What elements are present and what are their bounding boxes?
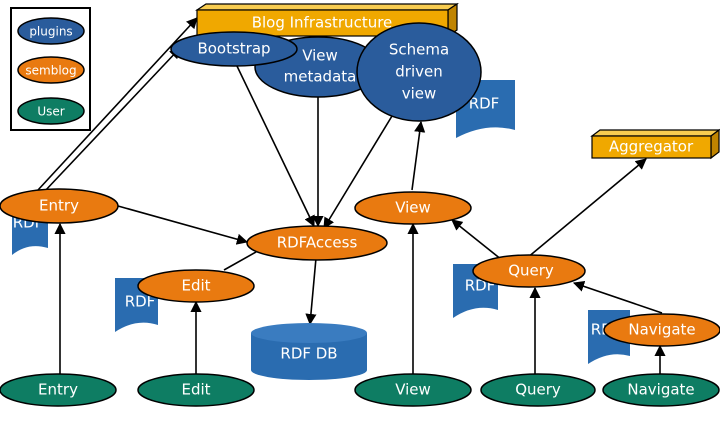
legend-semblog-label: semblog (25, 64, 76, 78)
arrow-navigate-to-query (572, 280, 663, 314)
arrow-view-to-schema (411, 120, 426, 191)
semblog-nodes: Entry Edit RDFAccess View Query Navigate (0, 188, 720, 347)
semblog-view-label: View (395, 199, 431, 217)
user-query-node[interactable] (480, 373, 596, 407)
schema-line3: view (402, 85, 437, 103)
legend-user-swatch (17, 97, 85, 125)
semblog-edit-label: Edit (181, 277, 210, 295)
view-metadata-line1: View (302, 47, 338, 65)
bootstrap-node[interactable] (170, 31, 298, 67)
legend-user-label: User (37, 105, 64, 119)
rdf-documents: RDF RDF RDF RDF RDF (12, 80, 630, 364)
arrow-schema-to-rdfaccess (323, 115, 393, 229)
legend-plugins-swatch (17, 17, 85, 45)
arrow-entry-to-blog (37, 17, 198, 191)
arrow-query-to-aggregator (526, 158, 647, 259)
user-navigate-node[interactable] (602, 373, 720, 407)
semblog-edit-node[interactable] (137, 269, 255, 303)
user-view-node[interactable] (354, 373, 472, 407)
semblog-rdfaccess-node[interactable] (246, 225, 388, 261)
rdf-database: RDF DB (251, 323, 367, 380)
arrow-query-to-view (451, 219, 503, 261)
rdf-doc-top-label: RDF (469, 95, 500, 113)
user-edit-node[interactable] (137, 373, 255, 407)
rdf-database-label: RDF DB (280, 345, 337, 363)
semblog-navigate-node[interactable] (603, 313, 720, 347)
user-entry-label: Entry (38, 381, 78, 399)
aggregator: Aggregator (590, 128, 720, 160)
user-nodes: Entry Edit View Query Navigate (0, 373, 720, 407)
connectors (37, 17, 666, 374)
semblog-navigate-label: Navigate (628, 321, 695, 339)
arrow-edit-to-rdfaccess (223, 251, 257, 271)
semblog-query-label: Query (508, 262, 554, 280)
aggregator-label: Aggregator (609, 138, 694, 156)
semblog-view-node[interactable] (354, 191, 472, 225)
bootstrap-label: Bootstrap (197, 40, 270, 58)
user-navigate-label: Navigate (627, 381, 694, 399)
arrow-bootstrap-to-rdfaccess (235, 63, 315, 228)
user-view-label: View (395, 381, 431, 399)
semblog-entry-label: Entry (39, 197, 79, 215)
user-edit-label: Edit (181, 381, 210, 399)
schema-line2: driven (395, 63, 442, 81)
view-metadata-line2: metadata (284, 68, 357, 86)
plugins: View metadata Bootstrap Schema driven vi… (170, 22, 482, 122)
legend-semblog-swatch (17, 56, 85, 84)
legend: plugins semblog User (10, 7, 91, 131)
arrow-rdfaccess-to-rdfdb (305, 257, 317, 326)
semblog-query-node[interactable] (472, 254, 586, 288)
rdf-doc-edit-label: RDF (125, 293, 156, 311)
user-query-label: Query (515, 381, 561, 399)
semblog-rdfaccess-label: RDFAccess (277, 234, 358, 252)
schema-driven-view-node[interactable] (356, 22, 482, 122)
schema-line1: Schema (389, 41, 449, 59)
user-entry-node[interactable] (0, 373, 117, 407)
arrow-entry-to-rdfaccess (117, 205, 249, 245)
semblog-entry-node[interactable] (0, 188, 119, 224)
blog-infrastructure-label: Blog Infrastructure (252, 14, 393, 32)
arrow-entry-to-bootstrap (43, 47, 181, 193)
legend-plugins-label: plugins (29, 25, 72, 39)
